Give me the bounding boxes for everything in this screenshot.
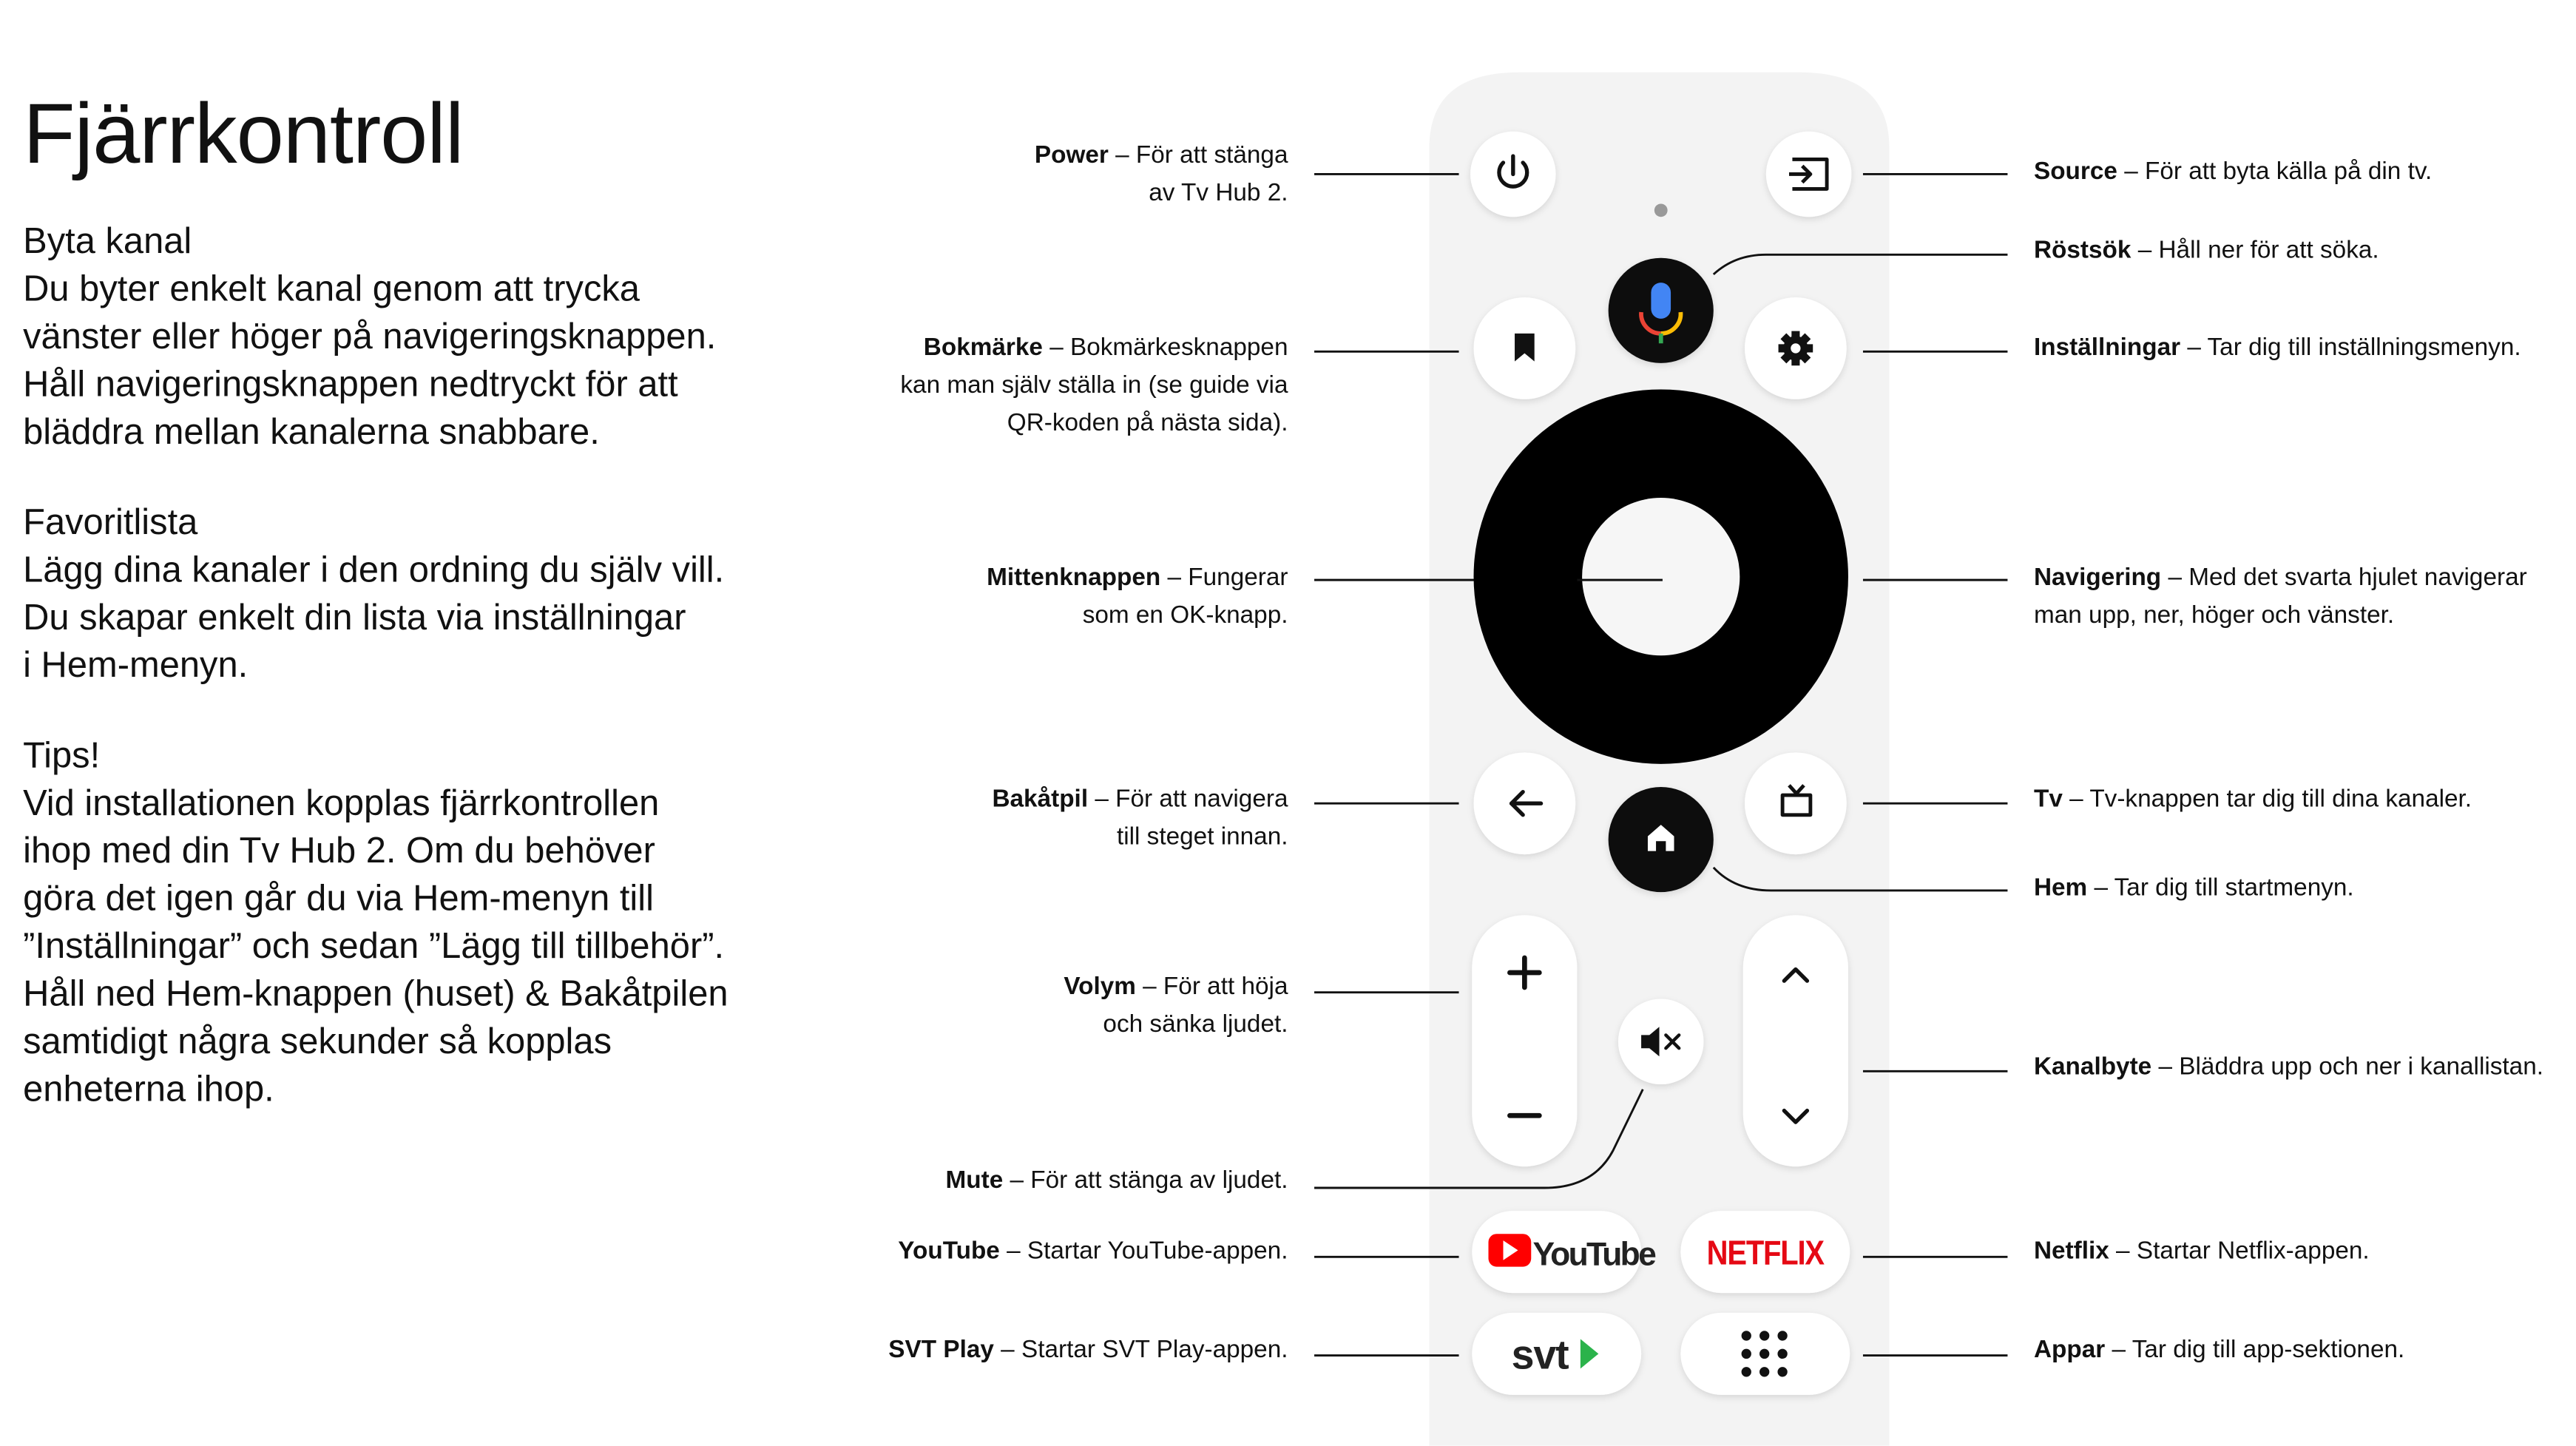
apps-grid-icon (1741, 1331, 1788, 1377)
callout-name: Bokmärke (923, 333, 1043, 362)
callout-name: Appar (2033, 1335, 2106, 1364)
callout-hem: Hem – Tar dig till startmenyn. (2033, 874, 2354, 902)
power-icon (1497, 154, 1529, 189)
arrow-left-icon (1509, 790, 1544, 817)
callout-name: Kanalbyte (2033, 1053, 2152, 1081)
settings-button[interactable] (1745, 297, 1847, 399)
callout-tv: Tv – Tv-knappen tar dig till dina kanale… (2033, 785, 2472, 814)
youtube-label: YouTube (1532, 1236, 1656, 1272)
youtube-logo: YouTube (1488, 1234, 1658, 1272)
section-heading: Byta kanal (23, 220, 192, 262)
section-text-line: Håll navigeringsknappen nedtryckt för at… (23, 362, 678, 405)
callout-name: Netflix (2033, 1237, 2109, 1266)
section-heading: Favoritlista (23, 501, 198, 543)
chevron-down-icon (1782, 1108, 1810, 1124)
info-section: Byta kanal Du byter enkelt kanal genom at… (23, 217, 763, 455)
intro-text: Fjärrkontroll Byta kanal Du byter enkelt … (23, 86, 763, 1112)
channel-rocker[interactable] (1742, 915, 1848, 1167)
mute-button[interactable] (1617, 999, 1704, 1085)
callout-name: Mittenknappen (987, 563, 1161, 592)
callout-röstsök: Röstsök – Håll ner för att söka. (2033, 236, 2379, 265)
info-section: Tips! Vid installationen kopplas fjärrkon… (23, 731, 763, 1112)
section-text-line: ”Inställningar” och sedan ”Lägg till til… (23, 925, 725, 967)
home-button[interactable] (1608, 787, 1714, 893)
callout-name: Inställningar (2033, 333, 2181, 362)
callout-kanalbyte: Kanalbyte – Bläddra upp och ner i kanall… (2033, 1053, 2543, 1081)
speaker-mute-icon (1641, 1027, 1681, 1057)
chevron-up-icon (1782, 967, 1810, 983)
callout-mute: Mute – För att stänga av ljudet. (945, 1166, 1288, 1195)
section-text-line: Håll ned Hem-knappen (huset) & Bakåtpile… (23, 973, 728, 1014)
gear-icon (1778, 331, 1813, 366)
section-text-line: samtidigt några sekunder så kopplas (23, 1020, 612, 1061)
youtube-button[interactable]: YouTube (1472, 1211, 1658, 1294)
bookmark-icon (1515, 333, 1535, 362)
page-title: Fjärrkontroll (23, 87, 464, 183)
section-text-line: Vid installationen kopplas fjärrkontroll… (23, 782, 660, 823)
callout-inställningar: Inställningar – Tar dig till inställning… (2033, 333, 2521, 362)
power-button[interactable] (1470, 131, 1556, 217)
callout-name: Navigering (2033, 563, 2162, 592)
microphone-icon (1639, 283, 1683, 344)
callout-youtube: YouTube – Startar YouTube-appen. (898, 1237, 1288, 1266)
center-ok-button[interactable] (1582, 498, 1740, 656)
tv-icon (1780, 784, 1813, 817)
home-icon (1647, 825, 1674, 851)
section-text-line: enheterna ihop. (23, 1067, 274, 1109)
section-text-line: ihop med din Tv Hub 2. Om du behöver (23, 829, 655, 871)
plus-icon (1507, 955, 1542, 990)
bookmark-button[interactable] (1473, 297, 1576, 399)
source-input-icon (1788, 158, 1829, 191)
apps-button[interactable] (1680, 1312, 1850, 1395)
led-indicator (1654, 203, 1668, 217)
callout-name: SVT Play (888, 1335, 994, 1364)
section-heading: Tips! (23, 734, 101, 776)
callout-appar: Appar – Tar dig till app-sektionen. (2033, 1335, 2405, 1364)
netflix-logo: NETFLIX (1707, 1234, 1825, 1273)
section-text-line: i Hem-menyn. (23, 643, 249, 686)
callout-name: Bakåtpil (992, 785, 1089, 814)
callout-source: Source – För att byta källa på din tv. (2033, 158, 2433, 186)
svt-play-logo: svt (1512, 1331, 1599, 1377)
callout-name: Tv (2033, 785, 2063, 814)
svt-label: svt (1512, 1331, 1569, 1377)
section-text-line: Du byter enkelt kanal genom att trycka (23, 268, 640, 309)
volume-rocker[interactable] (1472, 915, 1578, 1167)
callout-name: Mute (945, 1166, 1004, 1195)
section-text-line: göra det igen går du via Hem-menyn till (23, 877, 655, 919)
section-text-line: vänster eller höger på navigeringsknappe… (23, 315, 717, 357)
voice-search-button[interactable] (1608, 257, 1714, 363)
section-text-line: Du skapar enkelt din lista via inställni… (23, 596, 686, 638)
tv-button[interactable] (1745, 752, 1847, 855)
section-text-line: bläddra mellan kanalerna snabbare. (23, 411, 600, 452)
callout-name: Röstsök (2033, 236, 2132, 265)
back-button[interactable] (1473, 752, 1576, 855)
netflix-button[interactable]: NETFLIX (1680, 1211, 1850, 1294)
callout-netflix: Netflix – Startar Netflix-appen. (2033, 1237, 2370, 1266)
section-text-line: Lägg dina kanaler i den ordning du själv… (23, 548, 725, 590)
callout-svt-play: SVT Play – Startar SVT Play-appen. (888, 1335, 1288, 1364)
callout-navigering: Navigering – Med det svarta hjulet navig… (2033, 563, 2527, 629)
callout-name: YouTube (898, 1237, 1000, 1266)
callout-name: Hem (2033, 874, 2088, 902)
callout-name: Volym (1064, 973, 1136, 1001)
callout-name: Source (2033, 158, 2117, 186)
callout-name: Power (1034, 141, 1109, 169)
svt-play-button[interactable]: svt (1472, 1312, 1642, 1395)
source-button[interactable] (1765, 131, 1852, 217)
